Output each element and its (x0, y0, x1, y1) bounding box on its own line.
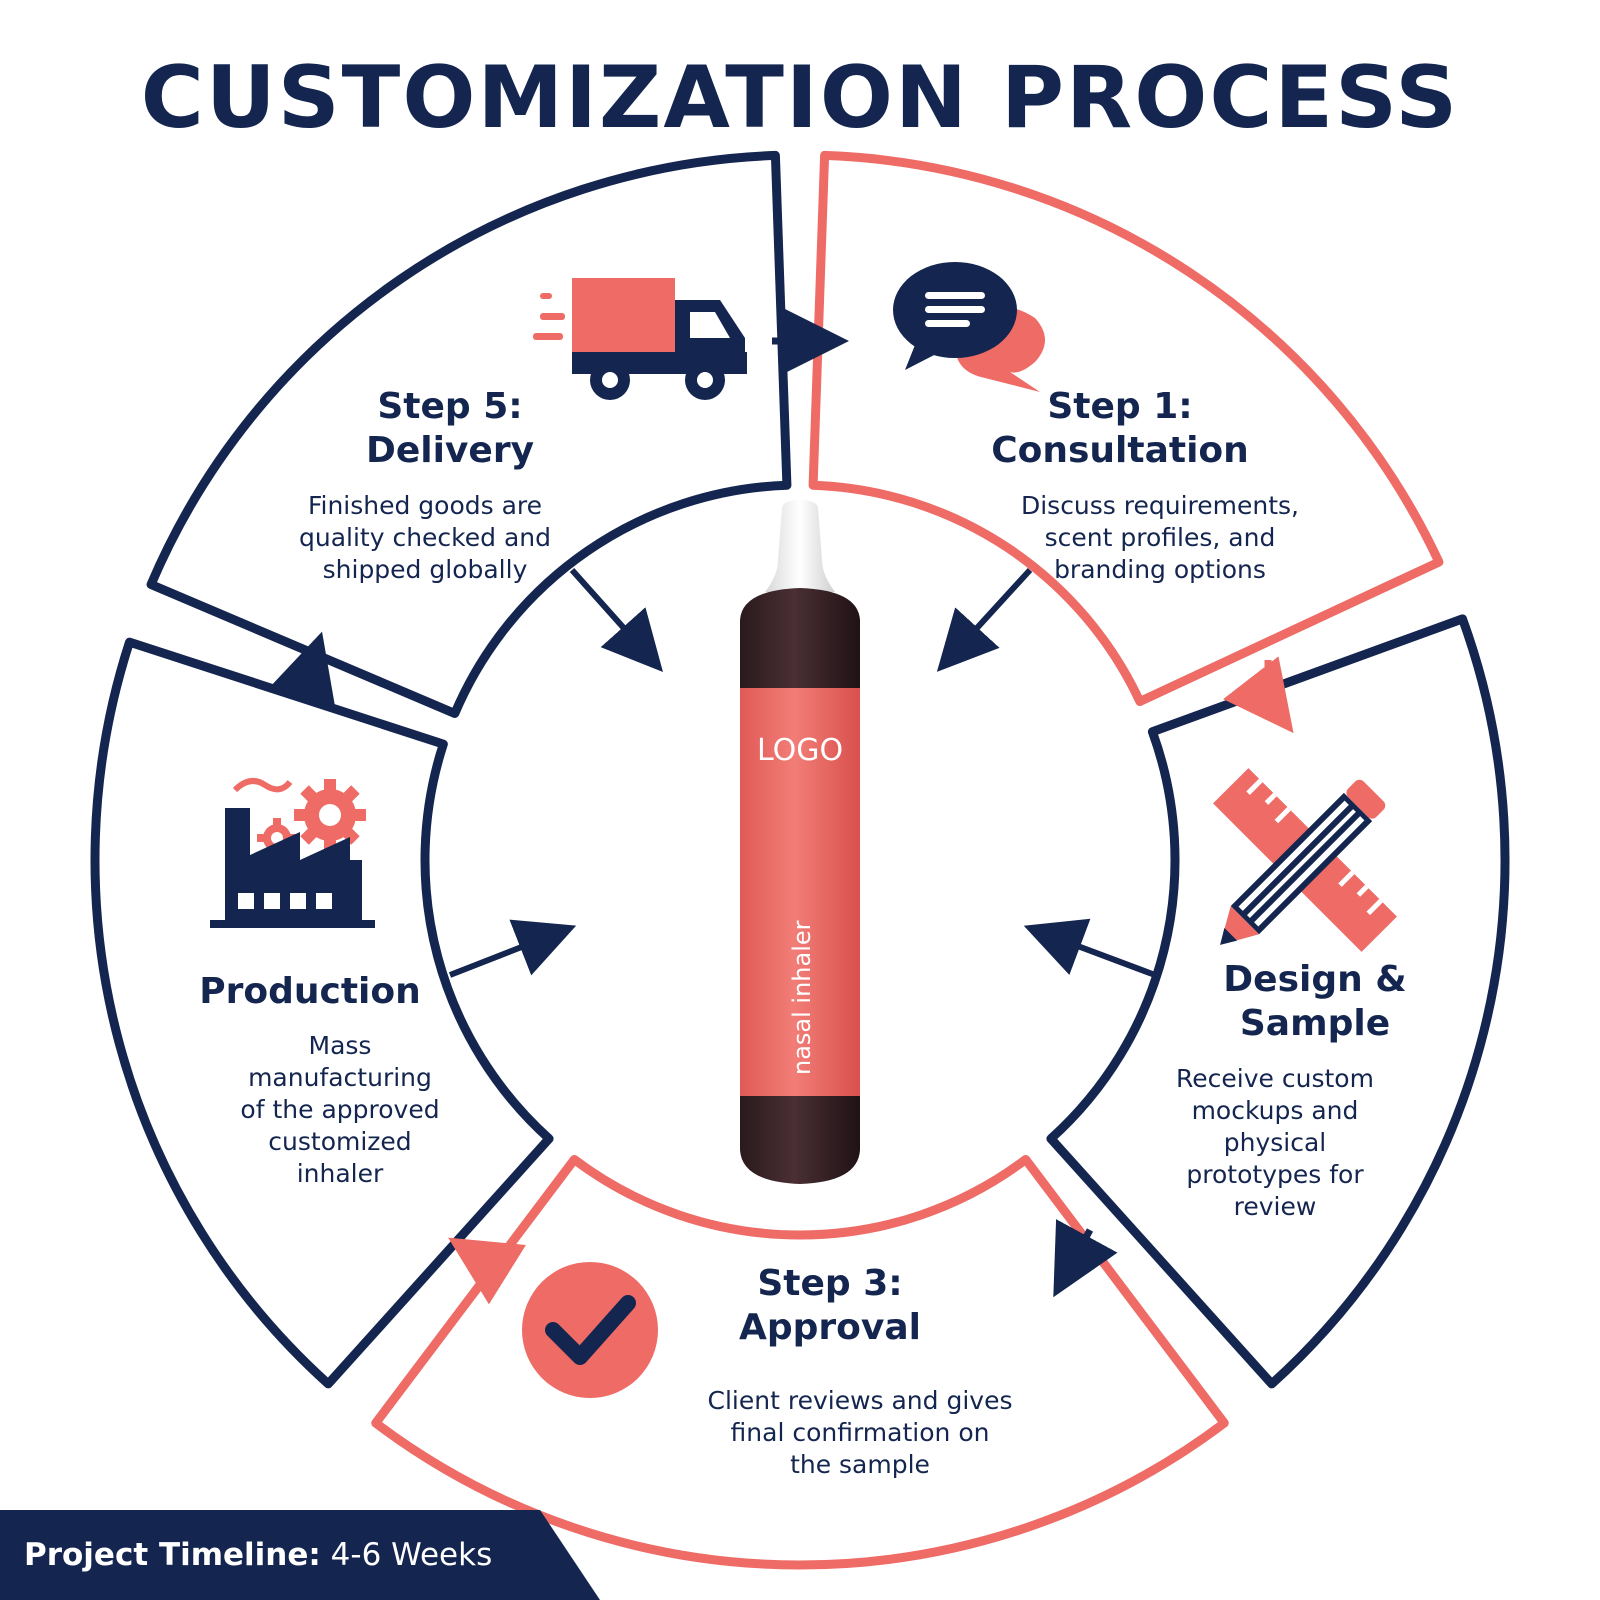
step-delivery-heading: Step 5: Delivery (300, 385, 600, 473)
delivery-truck-icon (533, 278, 747, 400)
center-arrows (448, 567, 1157, 978)
arrow-delivery-to-center (569, 568, 663, 672)
page-title: CUSTOMIZATION PROCESS (140, 48, 1460, 148)
flow-arrows (268, 306, 1294, 1305)
step-approval-heading: Step 3: Approval (680, 1262, 980, 1350)
timeline-value: 4-6 Weeks (330, 1537, 493, 1573)
step-delivery-description: Finished goods are quality checked and s… (298, 491, 551, 584)
arrow-approval-to-production (448, 1237, 527, 1305)
product-label-text: nasal inhaler (788, 920, 816, 1075)
segment-production (90, 637, 554, 1389)
arrow-consultation-to-center (936, 567, 1033, 672)
project-timeline-banner: Project Timeline: 4-6 Weeks (0, 1510, 600, 1600)
product-logo-text: LOGO (757, 733, 843, 768)
step-delivery-title: Delivery (365, 430, 535, 471)
step-consultation-title: Consultation (991, 430, 1249, 471)
checkmark-icon (522, 1262, 658, 1398)
step-delivery-number: Step 5: (377, 386, 523, 427)
step-consultation-description: Discuss requirements, scent profiles, an… (1020, 491, 1300, 584)
step-production-heading: Production (180, 970, 440, 1014)
step-consultation-number: Step 1: (1047, 386, 1193, 427)
timeline-label: Project Timeline: (24, 1537, 321, 1573)
step-design-description: Receive custom mockups and physical prot… (1176, 1064, 1374, 1221)
arrow-consultation-to-design (1223, 656, 1294, 734)
step-production-description: Mass manufacturing of the approved custo… (240, 1031, 440, 1188)
step-design-heading: Design & Sample (1165, 958, 1465, 1046)
step-design-title-line2: Sample (1239, 1003, 1391, 1044)
step-consultation-heading: Step 1: Consultation (970, 385, 1270, 473)
arrow-production-to-center (448, 919, 577, 978)
segment-design (1046, 614, 1510, 1389)
factory-icon (210, 778, 375, 928)
step-design-title-line1: Design & (1223, 959, 1407, 1000)
step-approval-description: Client reviews and gives final confirmat… (707, 1386, 1013, 1479)
arrow-design-to-center (1023, 918, 1157, 978)
arrow-production-to-delivery (268, 631, 336, 709)
nasal-inhaler-product: LOGO nasal inhaler (740, 500, 860, 1184)
arrow-design-to-approval (1053, 1219, 1118, 1298)
step-approval-title: Approval (739, 1307, 921, 1348)
pencil-ruler-icon (1213, 768, 1397, 952)
segment-approval (371, 1154, 1229, 1570)
step-approval-number: Step 3: (757, 1263, 903, 1304)
step-production-title: Production (199, 971, 421, 1012)
chat-bubbles-icon (893, 262, 1045, 392)
